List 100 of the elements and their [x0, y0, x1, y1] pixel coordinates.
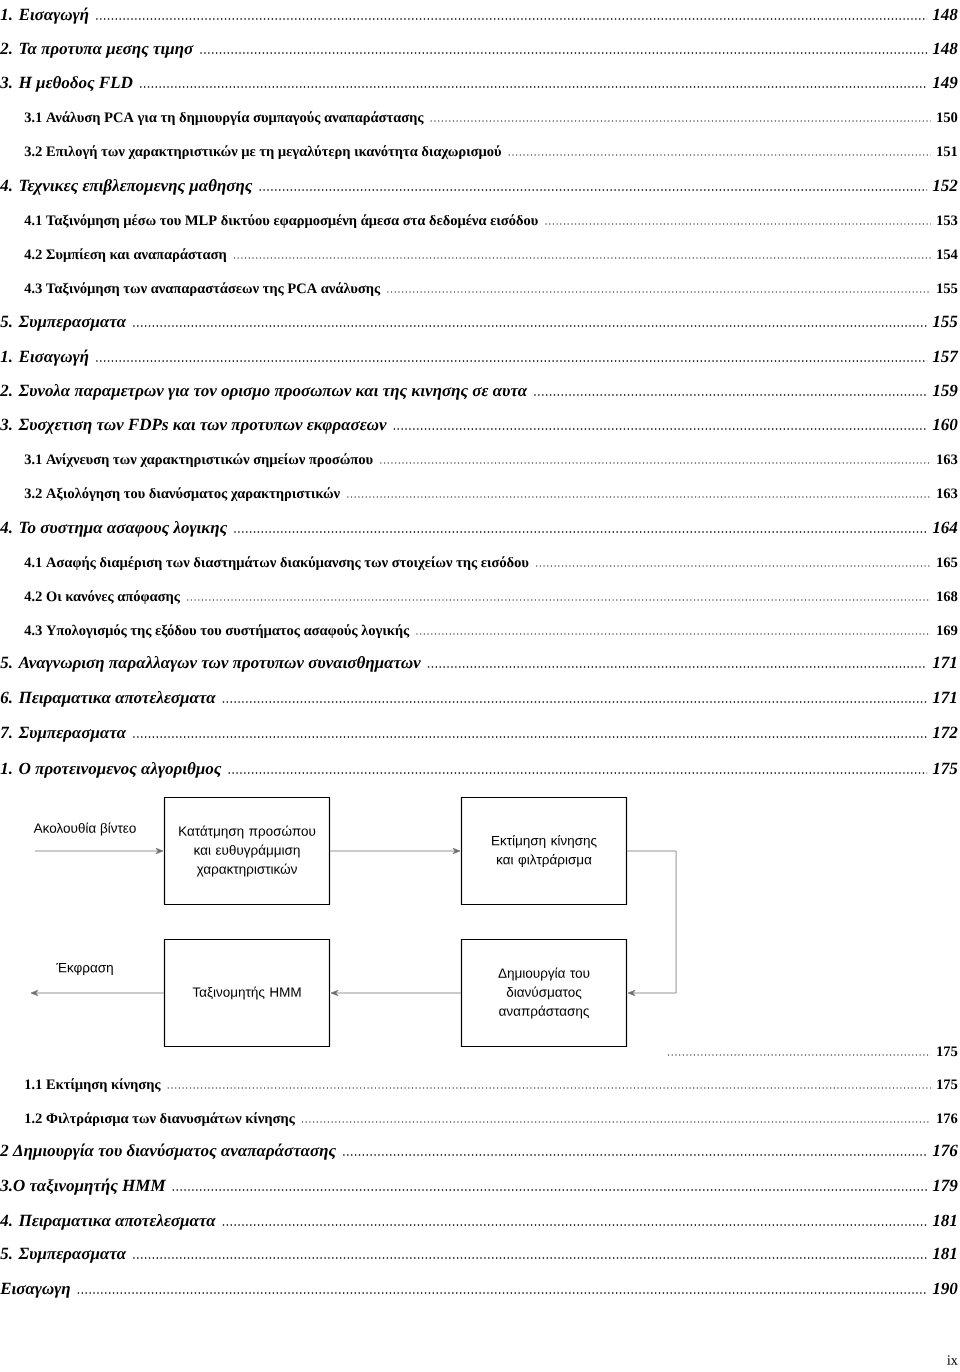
arrow	[329, 847, 461, 855]
toc-entry: 3.Ο ταξινομητής HMM 179	[0, 1178, 958, 1195]
label: 149	[932, 76, 958, 89]
label: 181	[932, 1247, 957, 1260]
label: 3. Η μεθοδος FLD	[0, 76, 133, 92]
label: 157	[932, 350, 959, 363]
label: 4.2 Οι κανόνες απόφασης	[24, 590, 181, 605]
label: 3.Ο ταξινομητής HMM	[0, 1178, 166, 1195]
toc-entry: 5. Αναγνωριση παραλλαγων των προτυπων συναισθηματων 171	[0, 656, 957, 672]
label: 7. Συμπερασματα	[0, 726, 127, 742]
toc-entry: 7. Συμπερασματα 172	[0, 726, 958, 742]
toc-entry: 4.1 Ασαφής διαμέριση των διαστημάτων διακύμανσης των στοιχείων της εισόδου 165	[24, 556, 958, 571]
process-box: Κατάτμηση προσώπου και ευθυγράμμιση χαρακτηριστικών	[163, 796, 331, 906]
edge-label: Έκφραση	[55, 961, 115, 977]
label: 5. Συμπερασματα	[0, 1247, 127, 1263]
label: 150	[937, 112, 958, 123]
toc-entry: 1.1 Εκτίμηση κίνησης 175	[25, 1078, 958, 1093]
label: 164	[932, 521, 958, 534]
toc-entry: 2. Συνολα παραμετρων για τον ορισμο προσωπων και της κινησης σε αυτα 159	[0, 384, 958, 400]
label: 2. Τα προτυπα μεσης τιμησ	[0, 42, 194, 58]
label: 2 Δημιουργία του διανύσματος αναπαράστασης	[0, 1143, 336, 1160]
label: 3.1 Ανάλυση PCA για τη δημιουργία συμπαγούς αναπαράστασης	[24, 111, 424, 126]
label: 151	[937, 146, 958, 157]
toc-entry: 4. Τεχνικες επιβλεπομενης μαθησης 152	[0, 179, 958, 195]
toc-entry: 1. Εισαγωγή 148	[0, 7, 958, 24]
toc-entry: Εισαγωγη 190	[0, 1282, 958, 1298]
label: 4. Το συστημα ασαφους λογικης	[0, 521, 228, 537]
label: 1. Εισαγωγή	[0, 349, 89, 366]
process-box: Εκτίμηση κίνησης και φιλτράρισμα	[460, 796, 628, 906]
arrow	[30, 989, 165, 997]
toc-entry: 3.2 Επιλογή των χαρακτηριστικών με τη μεγαλύτερη ικανότητα διαχωρισμού 151	[24, 145, 958, 160]
toc-entry: 3. Η μεθοδος FLD 149	[0, 76, 958, 92]
toc-entry: 3.2 Αξιολόγηση του διανύσματος χαρακτηριστικών 163	[24, 487, 958, 502]
label: 148	[932, 8, 958, 21]
label: 169	[937, 625, 958, 636]
toc-entry: 3.1 Ανίχνευση των χαρακτηριστικών σημείων προσώπου 163	[24, 453, 958, 468]
label: 4.1 Ασαφής διαμέριση των διαστημάτων διακύμανσης των στοιχείων της εισόδου	[24, 556, 529, 571]
label: 176	[937, 1113, 958, 1124]
label: 3.1 Ανίχνευση των χαρακτηριστικών σημείων προσώπου	[24, 453, 373, 468]
label: 4.3 Ταξινόμηση των αναπαραστάσεων της PCA ανάλυσης	[24, 282, 381, 297]
label: 5. Αναγνωριση παραλλαγων των προτυπων συναισθηματων	[0, 656, 421, 672]
toc-entry: 175	[667, 1046, 958, 1057]
label: 4.3 Υπολογισμός της εξόδου του συστήματος ασαφούς λογικής	[24, 624, 410, 639]
label: 171	[932, 656, 957, 669]
toc-entry: 6. Πειραματικα αποτελεσματα 171	[0, 691, 957, 707]
toc-entry: 2 Δημιουργία του διανύσματος αναπαράστασης 176	[0, 1143, 958, 1160]
edge-label: Ακολουθία βίντεο	[32, 821, 138, 837]
toc-entry: 4. Το συστημα ασαφους λογικης 164	[0, 521, 958, 537]
label: 3.2 Επιλογή των χαρακτηριστικών με τη μεγαλύτερη ικανότητα διαχωρισμού	[24, 145, 502, 160]
label: 155	[932, 315, 958, 328]
label: 5. Συμπερασματα	[0, 315, 127, 331]
label: 155	[937, 283, 958, 294]
label: 4. Τεχνικες επιβλεπομενης μαθησης	[0, 179, 253, 195]
label: 4. Πειραματικα αποτελεσματα	[0, 1214, 216, 1230]
label: 152	[932, 179, 958, 192]
label: 160	[932, 418, 958, 431]
toc-entry: 1. Εισαγωγή 157	[0, 349, 959, 366]
label: 1. Εισαγωγή	[0, 7, 89, 24]
label: 3.2 Αξιολόγηση του διανύσματος χαρακτηριστικών	[24, 487, 340, 502]
label: 172	[932, 726, 958, 739]
toc-entry: 4. Πειραματικα αποτελεσματα 181	[0, 1214, 957, 1230]
toc-entry: 4.2 Οι κανόνες απόφασης 168	[24, 590, 958, 605]
arrow	[626, 850, 677, 997]
label: 175	[937, 1079, 958, 1090]
arrow	[34, 847, 164, 855]
toc-entry: 1. Ο προτεινομενος αλγοριθμος 175	[0, 762, 958, 778]
label: 190	[932, 1282, 958, 1295]
label: 3. Συσχετιση των FDPs και των προτυπων εκφρασεων	[0, 418, 387, 434]
label: 6. Πειραματικα αποτελεσματα	[0, 691, 216, 707]
label: 181	[932, 1214, 957, 1227]
process-box: Ταξινομητής HMM	[163, 938, 331, 1048]
label: 154	[937, 249, 958, 260]
label: 4.2 Συμπίεση και αναπαράσταση	[24, 248, 227, 263]
label: 1.1 Εκτίμηση κίνησης	[25, 1078, 161, 1093]
toc-entry: 4.3 Υπολογισμός της εξόδου του συστήματος ασαφούς λογικής 169	[24, 624, 958, 639]
label: 153	[937, 215, 958, 226]
page-number: ix	[947, 1355, 958, 1365]
label: 2. Συνολα παραμετρων για τον ορισμο προσωπων και της κινησης σε αυτα	[0, 384, 528, 400]
toc-entry: 3. Συσχετιση των FDPs και των προτυπων εκφρασεων 160	[0, 418, 958, 434]
label: 163	[937, 454, 958, 465]
toc-entry: 2. Τα προτυπα μεσης τιμησ 148	[0, 42, 958, 58]
process-box: Δημιουργία του διανύσματος αναπράστασης	[460, 938, 628, 1048]
label: 165	[937, 557, 958, 568]
toc-entry: 4.3 Ταξινόμηση των αναπαραστάσεων της PCA ανάλυσης 155	[24, 282, 958, 297]
label: 176	[932, 1144, 958, 1157]
label: 179	[932, 1179, 958, 1192]
toc-entry: 1.2 Φιλτράρισμα των διανυσμάτων κίνησης 176	[25, 1112, 958, 1127]
label: 159	[932, 384, 958, 397]
label: 148	[932, 42, 958, 55]
label: Εισαγωγη	[0, 1282, 70, 1298]
arrow	[330, 989, 462, 997]
toc-entry: 4.1 Ταξινόμηση μέσω του MLP δικτύου εφαρμοσμένη άμεσα στα δεδομένα εισόδου 153	[24, 214, 958, 229]
label: 1. Ο προτεινομενος αλγοριθμος	[0, 762, 222, 778]
label: 171	[932, 691, 957, 704]
toc-entry: 5. Συμπερασματα 155	[0, 315, 958, 331]
label: 163	[937, 488, 958, 499]
label: 1.2 Φιλτράρισμα των διανυσμάτων κίνησης	[25, 1112, 295, 1127]
toc-entry: 4.2 Συμπίεση και αναπαράσταση 154	[24, 248, 958, 263]
label: 168	[937, 591, 958, 602]
label: 175	[932, 762, 958, 775]
